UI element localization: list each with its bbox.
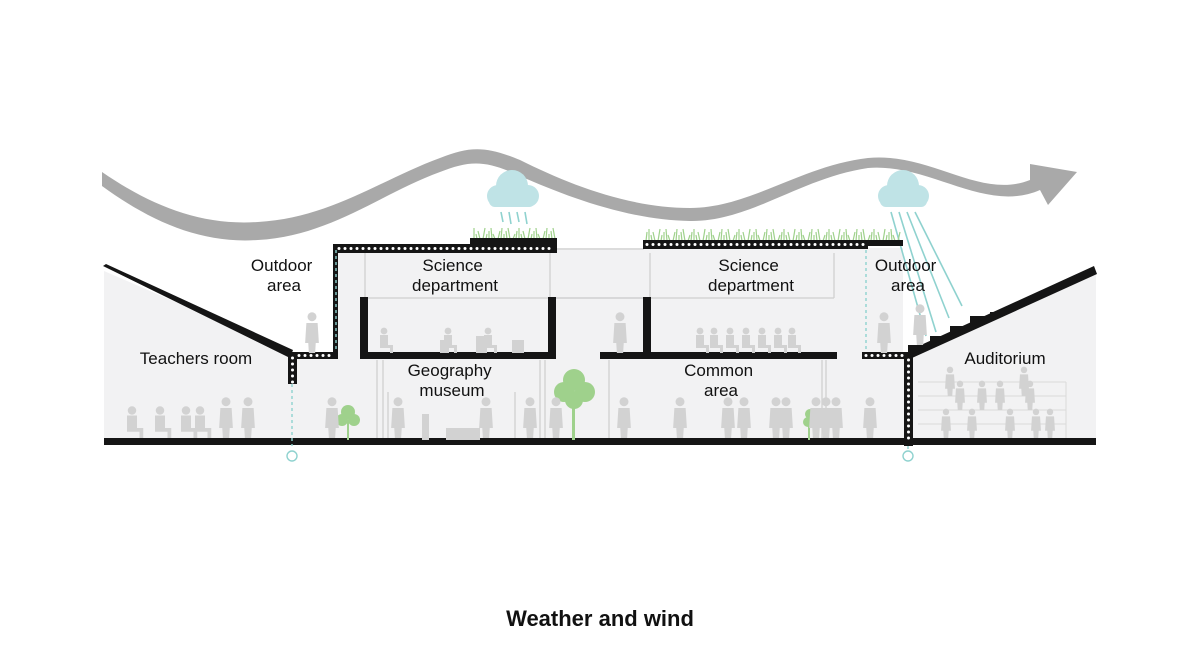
- green-roof: [473, 227, 556, 240]
- science-department-right-label: Science department: [708, 256, 794, 295]
- wind-arrow-icon: [102, 149, 1077, 241]
- downpipe: [291, 250, 909, 452]
- green-roof: [645, 228, 901, 242]
- rain-cloud-icon: [487, 170, 539, 207]
- outdoor-area-right-label: Outdoor area: [875, 256, 941, 295]
- window-dots: [291, 243, 910, 440]
- rain-icon: [500, 211, 528, 225]
- tree-icon: [554, 369, 595, 440]
- rain-icon: [890, 211, 963, 337]
- drain-icon: [902, 450, 914, 462]
- building-interior: [104, 248, 1096, 442]
- drain-icon: [286, 450, 298, 462]
- rain-cloud-icon: [878, 170, 929, 207]
- science-department-left-label: Science department: [412, 256, 498, 295]
- museum-exhibits: [422, 336, 524, 440]
- outdoor-area-left-label: Outdoor area: [251, 256, 317, 295]
- diagram-caption: Weather and wind: [506, 606, 694, 631]
- geography-museum-label: Geography museum: [408, 361, 497, 400]
- common-area-label: Common area: [684, 361, 758, 400]
- auditorium-label: Auditorium: [964, 349, 1045, 368]
- tree-icon: [336, 405, 360, 440]
- teachers-room-label: Teachers room: [140, 349, 252, 368]
